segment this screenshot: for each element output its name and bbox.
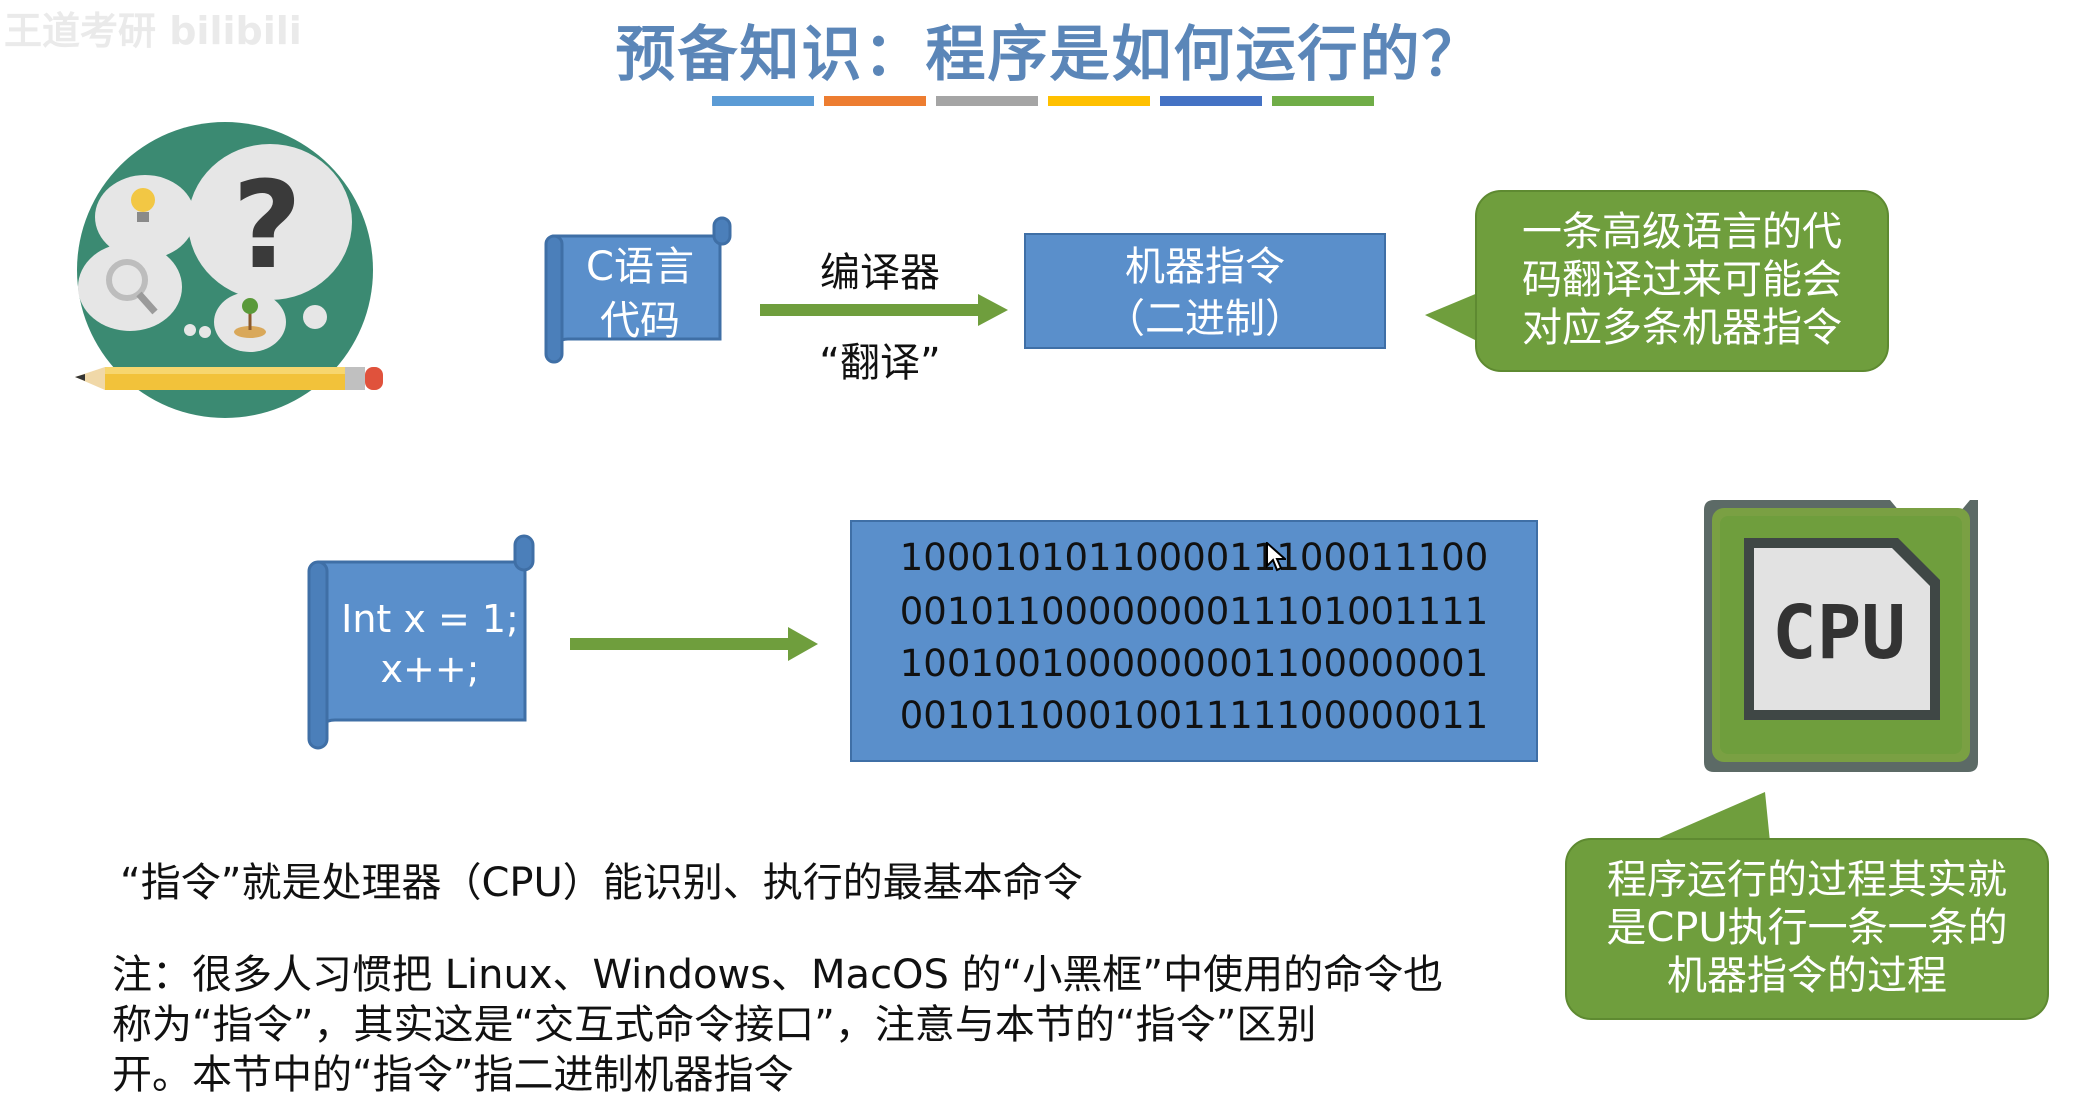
machine-instruction-box: 机器指令 （二进制） <box>1024 233 1386 349</box>
title-bar-2 <box>824 96 926 106</box>
title-bar-1 <box>712 96 814 106</box>
note-line3: 开。本节中的“指令”指二进制机器指令 <box>112 1052 794 1098</box>
bubble-top-line2: 码翻译过来可能会 <box>1522 257 1842 303</box>
thinking-illustration-icon: ? <box>75 122 383 418</box>
svg-text:?: ? <box>232 157 302 296</box>
definition-text: “指令”就是处理器（CPU）能识别、执行的最基本命令 <box>120 860 1083 906</box>
page-title: 预备知识：程序是如何运行的？ <box>615 20 1484 90</box>
translate-label: “翻译” <box>819 340 941 386</box>
cpu-label: CPU <box>1772 590 1906 676</box>
bubble-top-line1: 一条高级语言的代 <box>1522 209 1842 255</box>
scroll-c-code-line2: 代码 <box>600 298 680 344</box>
watermark: 王道考研 bilibili <box>4 9 302 53</box>
scroll-code: Int x = 1; x++; <box>330 594 530 694</box>
bubble-top-line3: 对应多条机器指令 <box>1522 305 1842 351</box>
bubble-bottom-tail-icon <box>1650 792 1770 842</box>
bubble-bottom-line1: 程序运行的过程其实就 <box>1607 857 2007 903</box>
note-line2: 称为“指令”，其实这是“交互式命令接口”，注意与本节的“指令”区别 <box>112 1002 1317 1048</box>
scroll-code-line2: x++; <box>380 647 480 691</box>
bubble-bottom: 程序运行的过程其实就 是CPU执行一条一条的 机器指令的过程 <box>1565 838 2049 1020</box>
compile-arrow-icon <box>760 294 1008 326</box>
binary-line-1: 1000101011000011100011100 <box>899 536 1489 579</box>
compiler-label: 编译器 <box>820 250 940 296</box>
cpu-chip-icon <box>1704 500 1978 772</box>
scroll-code-line1: Int x = 1; <box>341 597 519 641</box>
binary-line-4: 0010110001001111100000011 <box>899 694 1489 737</box>
title-bar-4 <box>1048 96 1150 106</box>
machine-box-line1: 机器指令 <box>1125 244 1285 290</box>
scroll-c-code-shape <box>544 216 732 364</box>
machine-box-line2: （二进制） <box>1105 296 1305 342</box>
scroll-c-code: C语言 代码 <box>565 240 715 348</box>
title-bar-6 <box>1272 96 1374 106</box>
bubble-top: 一条高级语言的代 码翻译过来可能会 对应多条机器指令 <box>1475 190 1889 372</box>
bubble-top-tail-icon <box>1425 290 1485 345</box>
binary-instruction-box: 1000101011000011100011100 00101100000000… <box>850 520 1538 762</box>
title-bar-5 <box>1160 96 1262 106</box>
mouse-cursor-icon <box>1266 542 1286 572</box>
scroll-code-shape <box>307 534 535 750</box>
note-line1: 注：很多人习惯把 Linux、Windows、MacOS 的“小黑框”中使用的命… <box>112 952 1444 998</box>
binary-line-3: 1001001000000001100000001 <box>899 642 1489 685</box>
note-text: 注：很多人习惯把 Linux、Windows、MacOS 的“小黑框”中使用的命… <box>112 950 1552 1100</box>
title-bar-3 <box>936 96 1038 106</box>
scroll-c-code-line1: C语言 <box>586 244 694 290</box>
bubble-bottom-line3: 机器指令的过程 <box>1667 953 1947 999</box>
binary-line-2: 0010110000000011101001111 <box>899 590 1489 633</box>
bubble-bottom-line2: 是CPU执行一条一条的 <box>1606 905 2008 951</box>
execute-arrow-icon <box>570 627 818 661</box>
